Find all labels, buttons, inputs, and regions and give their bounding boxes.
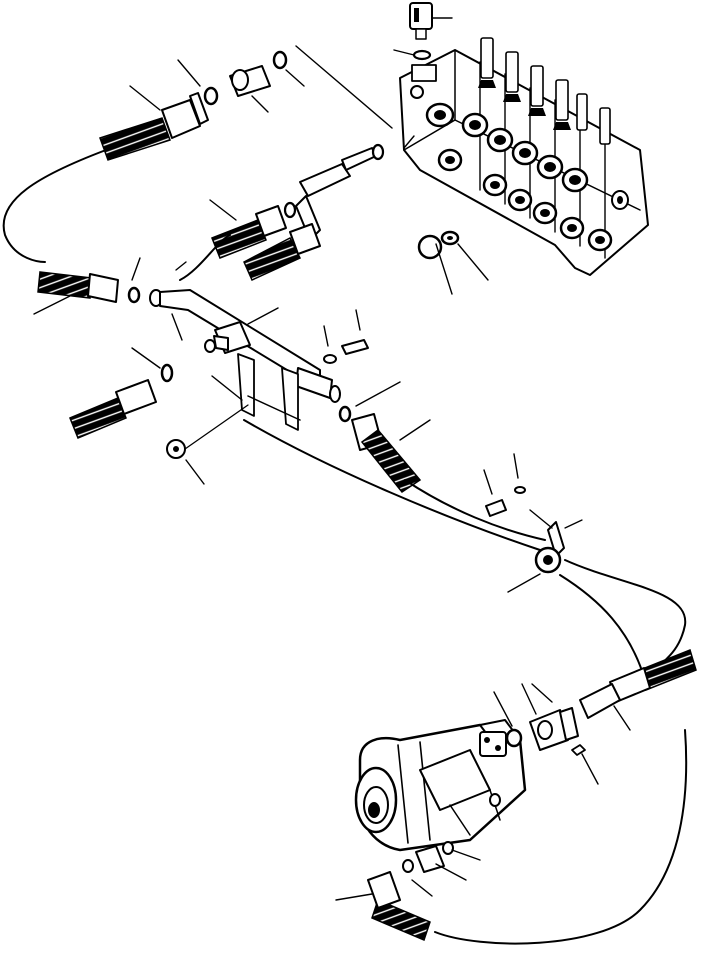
upper-tee-and-hoses: [211, 143, 385, 281]
valve-sensor: [409, 2, 437, 82]
valve-plug: [417, 230, 460, 260]
control-valve-assembly: [399, 2, 649, 276]
valve-ports: [410, 85, 629, 252]
bolt-and-washer: [323, 339, 369, 364]
upper-left-hose: [2, 50, 288, 263]
lower-left-hose: [69, 363, 174, 439]
pump-suction-fittings: [367, 841, 454, 942]
manifold-assembly: [37, 234, 341, 459]
long-pressure-hose: [243, 419, 697, 945]
hose-clamp: [485, 486, 583, 574]
hydraulic-pump: [354, 719, 527, 852]
manifold-right-hose: [338, 405, 422, 494]
valve-spool-knobs: [478, 37, 611, 145]
pump-pressure-fittings: [505, 707, 586, 756]
callout-leader-lines: [33, 17, 631, 901]
